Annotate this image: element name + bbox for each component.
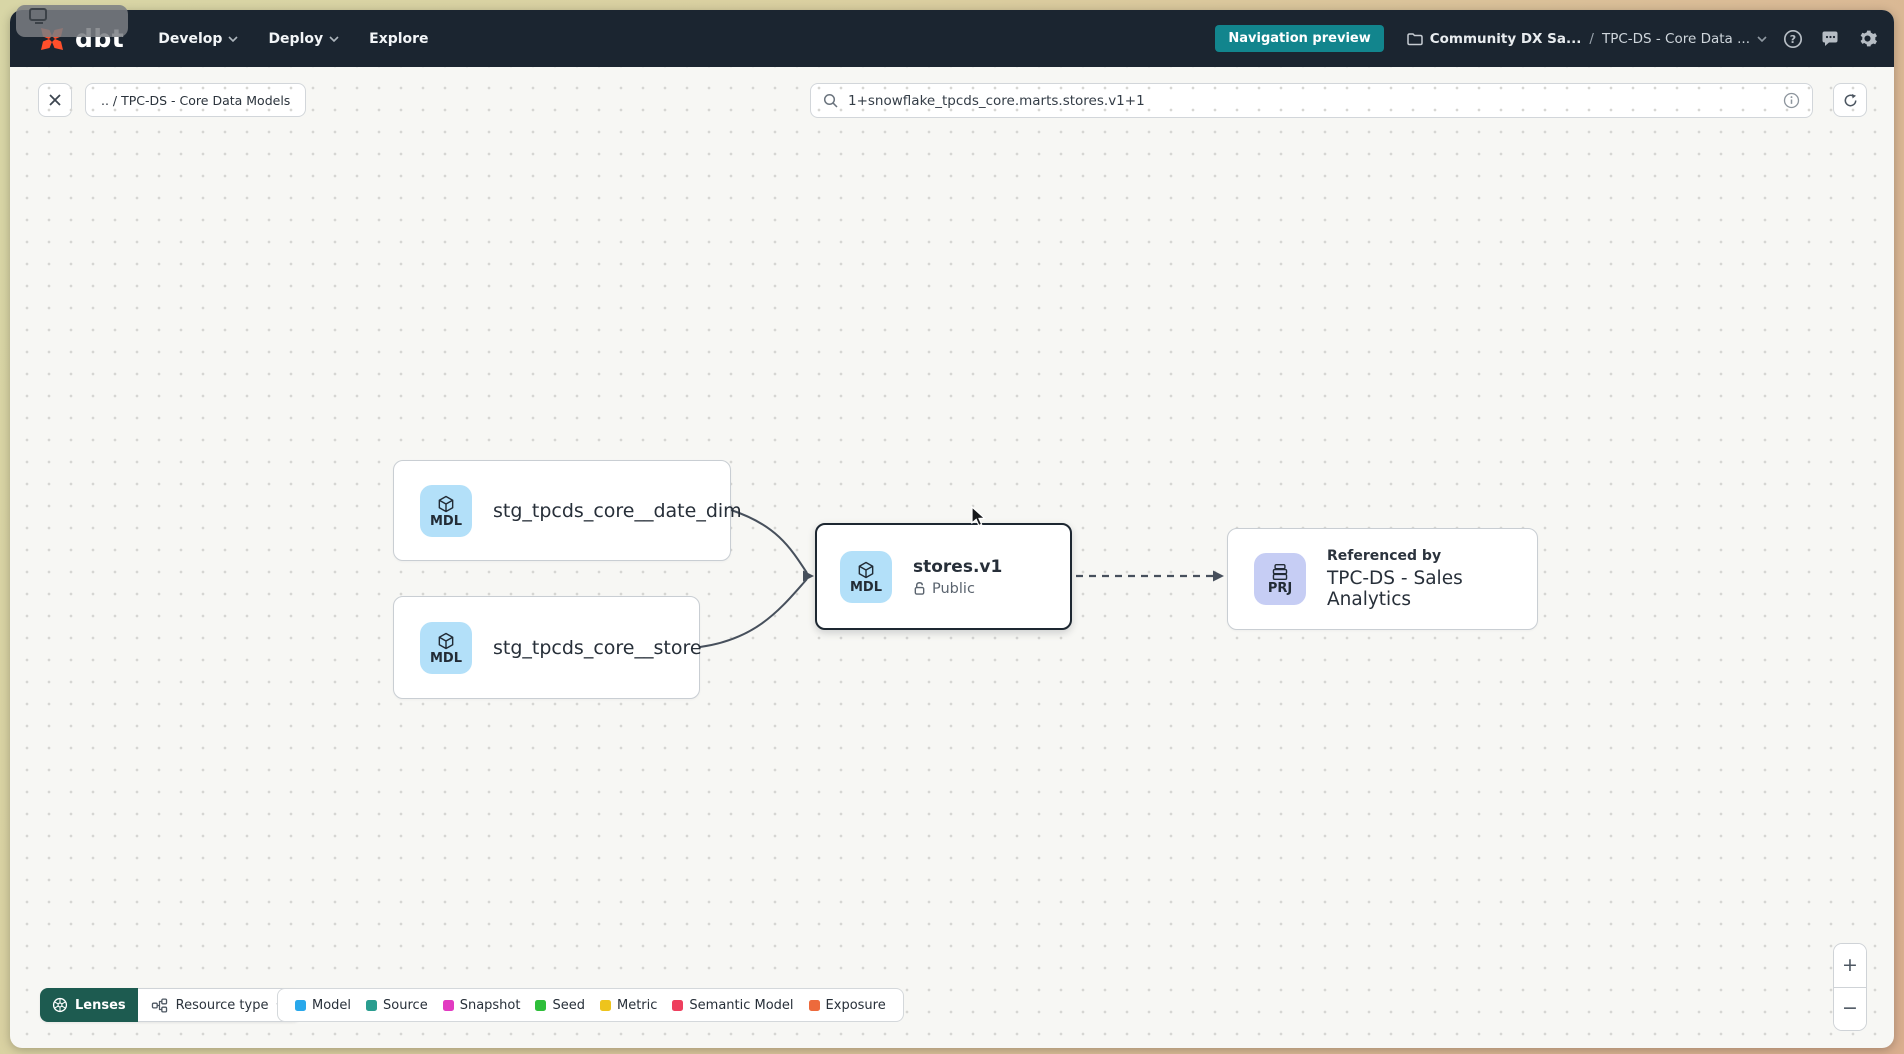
legend-label: Seed	[552, 998, 585, 1013]
legend-item-seed: Seed	[535, 998, 585, 1013]
cube-icon	[856, 560, 876, 580]
seed-swatch	[535, 1000, 546, 1011]
legend-item-metric: Metric	[600, 998, 657, 1013]
legend-label: Semantic Model	[689, 998, 793, 1013]
nav-menus: Develop Deploy Explore	[158, 31, 428, 47]
breadcrumb-account-label: Community DX Sa...	[1430, 31, 1582, 47]
breadcrumb-separator: /	[1589, 31, 1594, 47]
legend-item-exposure: Exposure	[809, 998, 886, 1013]
model-tile: MDL	[420, 622, 472, 674]
model-tile: MDL	[420, 485, 472, 537]
view-controls: Lenses Resource type	[40, 988, 301, 1022]
lenses-button[interactable]: Lenses	[40, 988, 138, 1022]
breadcrumb: Community DX Sa... / TPC-DS - Core Data …	[1407, 31, 1767, 47]
screen-share-indicator	[16, 5, 128, 37]
help-icon[interactable]: ?	[1782, 28, 1804, 50]
exposure-swatch	[809, 1000, 820, 1011]
nav-menu-explore[interactable]: Explore	[369, 31, 428, 47]
referenced-by-label: Referenced by	[1327, 548, 1537, 564]
project-title: TPC-DS - Sales Analytics	[1327, 568, 1537, 610]
legend-item-source: Source	[366, 998, 428, 1013]
breadcrumb-project[interactable]: TPC-DS - Core Data ...	[1602, 31, 1767, 47]
nav-menu-deploy-label: Deploy	[268, 31, 323, 47]
legend-label: Metric	[617, 998, 657, 1013]
source-swatch	[366, 1000, 377, 1011]
resource-badge: MDL	[850, 581, 882, 594]
lenses-label: Lenses	[75, 998, 126, 1013]
legend-label: Model	[312, 998, 351, 1013]
node-stores-v1-selected[interactable]: MDL stores.v1 Public	[815, 523, 1072, 630]
snapshot-swatch	[443, 1000, 454, 1011]
chevron-down-icon	[329, 36, 339, 42]
resource-badge: MDL	[430, 652, 462, 665]
node-stg-tpcds-core-store[interactable]: MDL stg_tpcds_core__store	[393, 596, 700, 699]
legend-label: Exposure	[826, 998, 886, 1013]
project-stack-icon	[1270, 563, 1290, 581]
node-stg-tpcds-core-date-dim[interactable]: MDL stg_tpcds_core__date_dim	[393, 460, 731, 561]
top-navbar: dbt Develop Deploy Explore Navigation pr…	[10, 10, 1894, 67]
semantic-model-swatch	[672, 1000, 683, 1011]
legend-item-semantic-model: Semantic Model	[672, 998, 793, 1013]
breadcrumb-project-label: TPC-DS - Core Data ...	[1602, 31, 1750, 47]
node-access: Public	[913, 581, 1002, 597]
settings-gear-icon[interactable]	[1856, 28, 1878, 50]
zoom-in-button[interactable]: +	[1834, 944, 1866, 987]
model-tile: MDL	[840, 551, 892, 603]
model-swatch	[295, 1000, 306, 1011]
node-tpcds-sales-analytics[interactable]: PRJ Referenced by TPC-DS - Sales Analyti…	[1227, 528, 1538, 630]
legend-item-snapshot: Snapshot	[443, 998, 521, 1013]
resource-badge: MDL	[430, 515, 462, 528]
chevron-down-icon	[228, 36, 238, 42]
nav-menu-develop-label: Develop	[158, 31, 222, 47]
node-body: stores.v1 Public	[913, 557, 1002, 597]
metric-swatch	[600, 1000, 611, 1011]
node-title: stores.v1	[913, 557, 1002, 577]
legend-label: Source	[383, 998, 428, 1013]
node-label: stg_tpcds_core__date_dim	[493, 500, 742, 522]
feedback-icon[interactable]	[1819, 28, 1841, 50]
nav-menu-deploy[interactable]: Deploy	[268, 31, 339, 47]
zoom-controls: + −	[1833, 943, 1867, 1031]
resource-type-icon	[151, 998, 168, 1013]
legend-label: Snapshot	[460, 998, 521, 1013]
lenses-icon	[52, 997, 68, 1013]
breadcrumb-account[interactable]: Community DX Sa...	[1407, 31, 1582, 47]
folder-icon	[1407, 32, 1423, 46]
zoom-out-button[interactable]: −	[1834, 988, 1866, 1031]
node-label: stg_tpcds_core__store	[493, 637, 702, 659]
access-label: Public	[932, 581, 975, 597]
app-window: dbt Develop Deploy Explore Navigation pr…	[10, 10, 1894, 1048]
project-tile: PRJ	[1254, 553, 1306, 605]
nav-menu-develop[interactable]: Develop	[158, 31, 238, 47]
resource-type-legend: Model Source Snapshot Seed Metric Semant…	[277, 988, 904, 1022]
nav-menu-explore-label: Explore	[369, 31, 428, 47]
cube-icon	[436, 494, 456, 514]
svg-text:?: ?	[1790, 33, 1796, 46]
lock-open-icon	[913, 581, 926, 596]
navigation-preview-badge[interactable]: Navigation preview	[1215, 25, 1383, 52]
navbar-right: Navigation preview Community DX Sa... / …	[1215, 25, 1878, 52]
node-body: Referenced by TPC-DS - Sales Analytics	[1327, 548, 1537, 610]
resource-badge: PRJ	[1268, 582, 1292, 595]
chevron-down-icon	[1757, 36, 1767, 42]
cube-icon	[436, 631, 456, 651]
monitor-icon	[26, 3, 52, 29]
legend-item-model: Model	[295, 998, 351, 1013]
resource-type-label: Resource type	[176, 998, 269, 1013]
